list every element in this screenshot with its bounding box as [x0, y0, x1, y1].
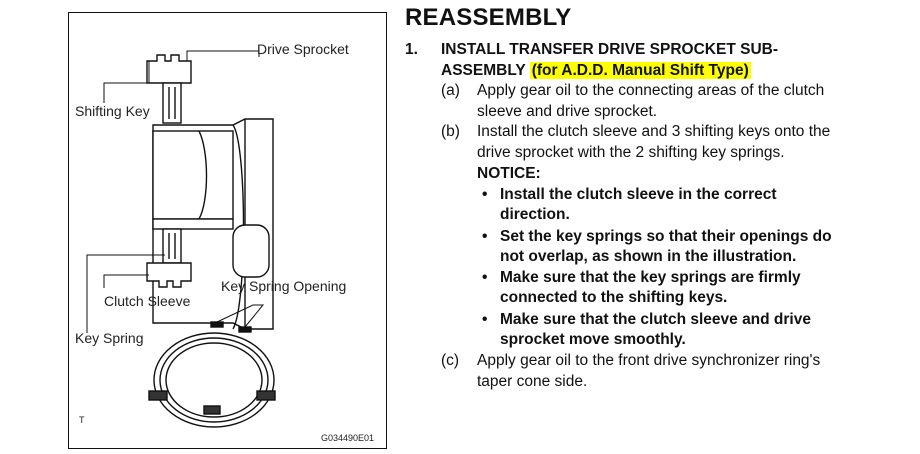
notice-3-line2: connected to the shifting keys. — [500, 289, 728, 306]
substep-a-line2: sleeve and drive sprocket. — [477, 103, 658, 120]
substep-b-line1: Install the clutch sleeve and 3 shifting… — [477, 123, 831, 140]
bottom-shaft-stub — [162, 228, 182, 264]
top-clutch-teeth — [146, 54, 192, 84]
transfer-sprocket-drawing — [86, 50, 276, 428]
leader-key-spring-opening — [216, 304, 265, 328]
leader-shifting-key — [103, 61, 150, 103]
label-key-spring-opening: Key Spring Opening — [221, 278, 347, 294]
substep-c-tag: (c) — [441, 352, 460, 369]
notice-title: NOTICE: — [477, 165, 541, 182]
shifting-key-left — [148, 390, 168, 401]
model-highlight: (for A.D.D. Manual Shift Type) — [529, 62, 751, 79]
step-title-assembly: ASSEMBLY — [441, 62, 526, 79]
notice-4-line2: sprocket move smoothly. — [500, 331, 686, 348]
label-drive-sprocket: Drive Sprocket — [257, 41, 349, 57]
substep-c-line2: taper cone side. — [477, 373, 588, 390]
label-shifting-key: Shifting Key — [75, 103, 150, 119]
notice-bullet: • — [482, 228, 488, 245]
substep-b-line2: drive sprocket with the 2 shifting key s… — [477, 144, 785, 161]
substep-a-line1: Apply gear oil to the connecting areas o… — [477, 82, 825, 99]
leader-key-spring — [86, 254, 165, 333]
section-heading: REASSEMBLY — [405, 4, 572, 31]
spring-opening-mark-2 — [238, 326, 252, 333]
leader-drive-sprocket — [186, 50, 260, 61]
notice-2-line2: not overlap, as shown in the illustratio… — [500, 248, 797, 265]
notice-bullet: • — [482, 311, 488, 328]
notice-2-line1: Set the key springs so that their openin… — [500, 228, 832, 245]
label-key-spring: Key Spring — [75, 330, 144, 346]
clutch-sleeve-teeth — [146, 262, 192, 288]
sprocket-flange — [232, 224, 270, 278]
key-spring-outer — [153, 332, 275, 428]
notice-1-line2: direction. — [500, 206, 570, 223]
notice-1-line1: Install the clutch sleeve in the correct — [500, 186, 777, 203]
top-shaft-stub — [162, 82, 182, 124]
step-number: 1. — [405, 41, 418, 58]
notice-3-line1: Make sure that the key springs are firml… — [500, 269, 801, 286]
substep-b-tag: (b) — [441, 123, 460, 140]
notice-bullet: • — [482, 186, 488, 203]
notice-4-line1: Make sure that the clutch sleeve and dri… — [500, 311, 811, 328]
step-title-line2: ASSEMBLY (for A.D.D. Manual Shift Type) — [441, 62, 751, 80]
substep-a-tag: (a) — [441, 82, 460, 99]
spring-opening-mark-1 — [210, 321, 224, 328]
shifting-key-bottom — [203, 405, 221, 415]
step-title-line1: INSTALL TRANSFER DRIVE SPROCKET SUB- — [441, 41, 778, 58]
leader-clutch-sleeve — [103, 274, 149, 288]
shifting-key-right — [256, 390, 276, 401]
illustration-panel: Drive Sprocket Shifting Key Clutch Sleev… — [68, 12, 387, 449]
corner-mark: T — [79, 415, 85, 425]
notice-bullet: • — [482, 269, 488, 286]
substep-c-line1: Apply gear oil to the front drive synchr… — [477, 352, 821, 369]
label-clutch-sleeve: Clutch Sleeve — [104, 293, 191, 309]
key-spring-inner — [159, 337, 269, 423]
figure-code: G034490E01 — [321, 433, 375, 443]
